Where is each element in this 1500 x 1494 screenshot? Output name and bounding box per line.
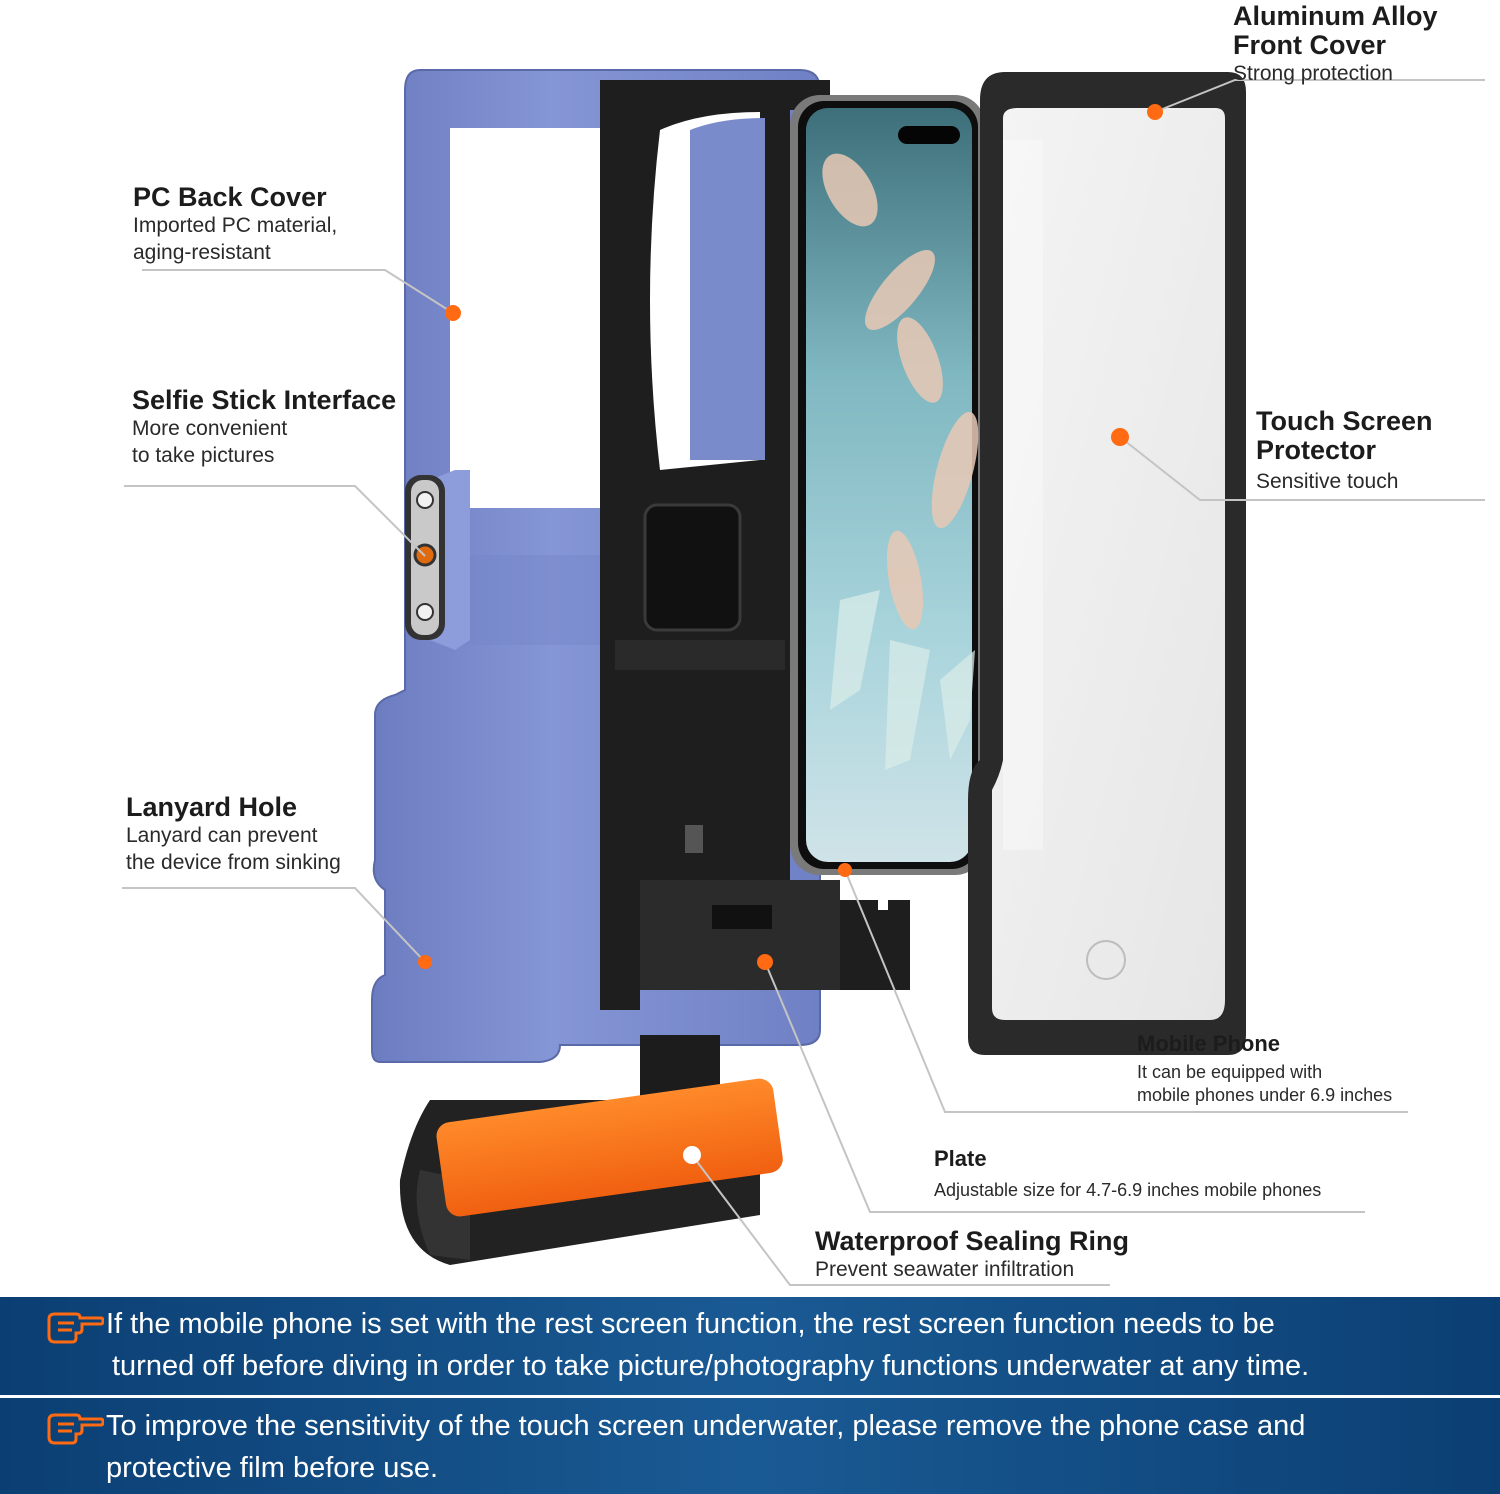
note-banner-1: If the mobile phone is set with the rest… bbox=[0, 1297, 1500, 1395]
callout-desc: aging-resistant bbox=[133, 241, 271, 264]
pointing-hand-icon bbox=[47, 1413, 104, 1445]
callout-desc: the device from sinking bbox=[126, 851, 341, 874]
callout-selfie: Selfie Stick Interface More convenient t… bbox=[132, 386, 396, 469]
dot-plate bbox=[757, 954, 773, 970]
dot-phone bbox=[838, 863, 852, 877]
callout-desc: Lanyard can prevent bbox=[126, 824, 318, 847]
callout-title: Plate bbox=[934, 1146, 987, 1171]
front-cover-shape bbox=[968, 72, 1246, 1055]
callout-touch-screen: Touch Screen Protector Sensitive touch bbox=[1256, 407, 1433, 495]
callout-title: Mobile Phone bbox=[1137, 1031, 1280, 1056]
callout-desc: More convenient bbox=[132, 417, 288, 440]
callout-desc: Imported PC material, bbox=[133, 214, 338, 237]
dot-touch-screen bbox=[1111, 428, 1129, 446]
note-line: To improve the sensitivity of the touch … bbox=[106, 1410, 1306, 1442]
note-banner-2: To improve the sensitivity of the touch … bbox=[0, 1398, 1500, 1494]
selfie-mount-shape bbox=[405, 475, 445, 640]
callout-title: PC Back Cover bbox=[133, 182, 327, 212]
note-line: turned off before diving in order to tak… bbox=[112, 1350, 1310, 1382]
callout-title: Lanyard Hole bbox=[126, 792, 298, 822]
callout-dots bbox=[418, 104, 1163, 1164]
callout-plate: Plate Adjustable size for 4.7-6.9 inches… bbox=[934, 1146, 1321, 1202]
callout-phone: Mobile Phone It can be equipped with mob… bbox=[1137, 1031, 1392, 1107]
dot-back-cover bbox=[445, 305, 461, 321]
callout-desc: It can be equipped with bbox=[1137, 1062, 1323, 1082]
callout-sealing: Waterproof Sealing Ring Prevent seawater… bbox=[815, 1227, 1129, 1283]
callout-desc: mobile phones under 6.9 inches bbox=[1137, 1085, 1393, 1105]
callout-desc: Prevent seawater infiltration bbox=[815, 1258, 1075, 1281]
callout-front-cover: Aluminum Alloy Front Cover Strong protec… bbox=[1233, 2, 1438, 87]
callout-title: Selfie Stick Interface bbox=[132, 385, 397, 415]
dot-front-cover bbox=[1147, 104, 1163, 120]
leader-lines bbox=[122, 79, 1485, 1286]
callout-back-cover: PC Back Cover Imported PC material, agin… bbox=[133, 183, 337, 266]
note-line: If the mobile phone is set with the rest… bbox=[106, 1308, 1275, 1340]
pointing-hand-icon bbox=[47, 1312, 104, 1344]
callout-title: Aluminum Alloy bbox=[1233, 1, 1438, 31]
callout-title: Touch Screen bbox=[1256, 406, 1433, 436]
grip-shape bbox=[399, 1035, 783, 1265]
callout-title: Front Cover bbox=[1233, 30, 1387, 60]
phone-shape bbox=[790, 95, 985, 875]
callout-title: Protector bbox=[1256, 435, 1377, 465]
callout-desc: Adjustable size for 4.7-6.9 inches mobil… bbox=[934, 1180, 1322, 1200]
note-text-2: To improve the sensitivity of the touch … bbox=[106, 1405, 1480, 1489]
dot-sealing bbox=[683, 1146, 701, 1164]
callout-desc: Sensitive touch bbox=[1256, 470, 1399, 493]
note-line: protective film before use. bbox=[106, 1452, 439, 1484]
inner-frame-shape bbox=[600, 80, 910, 1010]
callout-desc: Strong protection bbox=[1233, 62, 1393, 85]
callout-desc: to take pictures bbox=[132, 444, 275, 467]
callout-lanyard: Lanyard Hole Lanyard can prevent the dev… bbox=[126, 793, 341, 876]
callout-title: Waterproof Sealing Ring bbox=[815, 1226, 1130, 1256]
note-text-1: If the mobile phone is set with the rest… bbox=[106, 1303, 1480, 1387]
dot-lanyard bbox=[418, 955, 432, 969]
